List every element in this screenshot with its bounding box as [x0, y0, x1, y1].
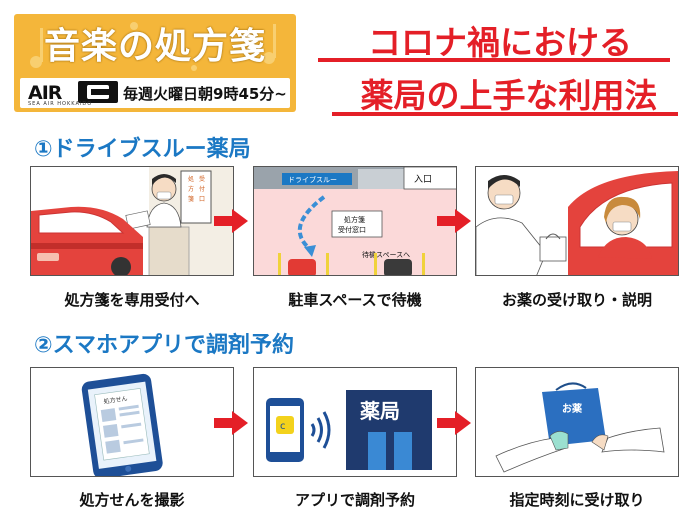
svg-text:箋: 箋 — [188, 195, 194, 203]
car-at-window-illustration: 処 方 箋 受 付 口 — [31, 167, 233, 275]
step-2-caption: 駐車スペースで待機 — [288, 291, 422, 309]
section-2-title: ②スマホアプリで調剤予約 — [34, 333, 294, 358]
step-4-caption: 処方せんを撮影 — [79, 491, 185, 509]
broadcast-schedule: 毎週火曜日朝9時45分~ — [123, 85, 287, 103]
step-wait-in-parking-illustration: ドライブスルー 入口 処方箋 受付窓口 待機スペースへ — [253, 166, 457, 276]
bag-handover-illustration: お薬 — [476, 368, 678, 476]
brand-sub: SEA AIR HOKKAIDO — [28, 101, 93, 107]
g-brand-icon — [78, 81, 118, 103]
medicine-handover-illustration — [476, 167, 678, 275]
step-hand-in-prescription-illustration: 処 方 箋 受 付 口 — [30, 166, 234, 276]
arrow-right-icon — [437, 209, 471, 233]
section-1-title: ①ドライブスルー薬局 — [34, 137, 251, 162]
headline-underline-1 — [318, 58, 670, 62]
arrow-right-icon — [437, 411, 471, 435]
arrow-right-icon — [214, 411, 248, 435]
svg-text:受付窓口: 受付窓口 — [338, 225, 366, 234]
logo-strip: AIR SEA AIR HOKKAIDO 毎週火曜日朝9時45分~ — [20, 78, 290, 108]
step-app-reservation-illustration: c 薬局 — [253, 367, 457, 477]
step-receive-medicine-illustration — [475, 166, 679, 276]
svg-text:受: 受 — [199, 175, 205, 183]
headline-underline-2 — [332, 112, 678, 116]
svg-text:薬局: 薬局 — [360, 399, 400, 423]
program-logo: 音楽の処方箋 AIR SEA AIR HOKKAIDO 毎週火曜日朝9時45分~ — [14, 14, 296, 112]
svg-text:付: 付 — [199, 185, 205, 193]
svg-text:方: 方 — [188, 185, 194, 193]
svg-text:お薬: お薬 — [562, 402, 583, 415]
svg-text:入口: 入口 — [414, 174, 432, 185]
svg-text:口: 口 — [199, 196, 205, 203]
music-notes-decoration — [30, 22, 276, 71]
step-photograph-prescription-illustration: 処方せん — [30, 367, 234, 477]
step-3-caption: お薬の受け取り・説明 — [501, 291, 652, 309]
svg-text:処方箋: 処方箋 — [344, 215, 365, 224]
step-1-caption: 処方箋を専用受付へ — [64, 291, 200, 309]
arrow-right-icon — [214, 209, 248, 233]
svg-text:c: c — [280, 421, 286, 432]
svg-text:処: 処 — [188, 175, 194, 183]
headline-line-1: コロナ禍における — [368, 23, 632, 62]
svg-text:待機スペースへ: 待機スペースへ — [362, 250, 410, 259]
parking-map-illustration: ドライブスルー 入口 処方箋 受付窓口 待機スペースへ — [254, 167, 456, 275]
svg-text:処方せん: 処方せん — [103, 394, 128, 405]
air-brand: AIR — [28, 82, 62, 104]
headline-line-2: 薬局の上手な利用法 — [360, 76, 658, 115]
step-pickup-at-time-illustration: お薬 — [475, 367, 679, 477]
step-6-caption: 指定時刻に受け取り — [509, 491, 645, 509]
svg-text:ドライブスルー: ドライブスルー — [288, 175, 337, 184]
step-5-caption: アプリで調剤予約 — [294, 491, 415, 509]
logo-title: 音楽の処方箋 — [43, 26, 266, 67]
app-to-pharmacy-illustration: c 薬局 — [254, 368, 456, 476]
smartphone-photo-illustration: 処方せん — [31, 368, 233, 476]
